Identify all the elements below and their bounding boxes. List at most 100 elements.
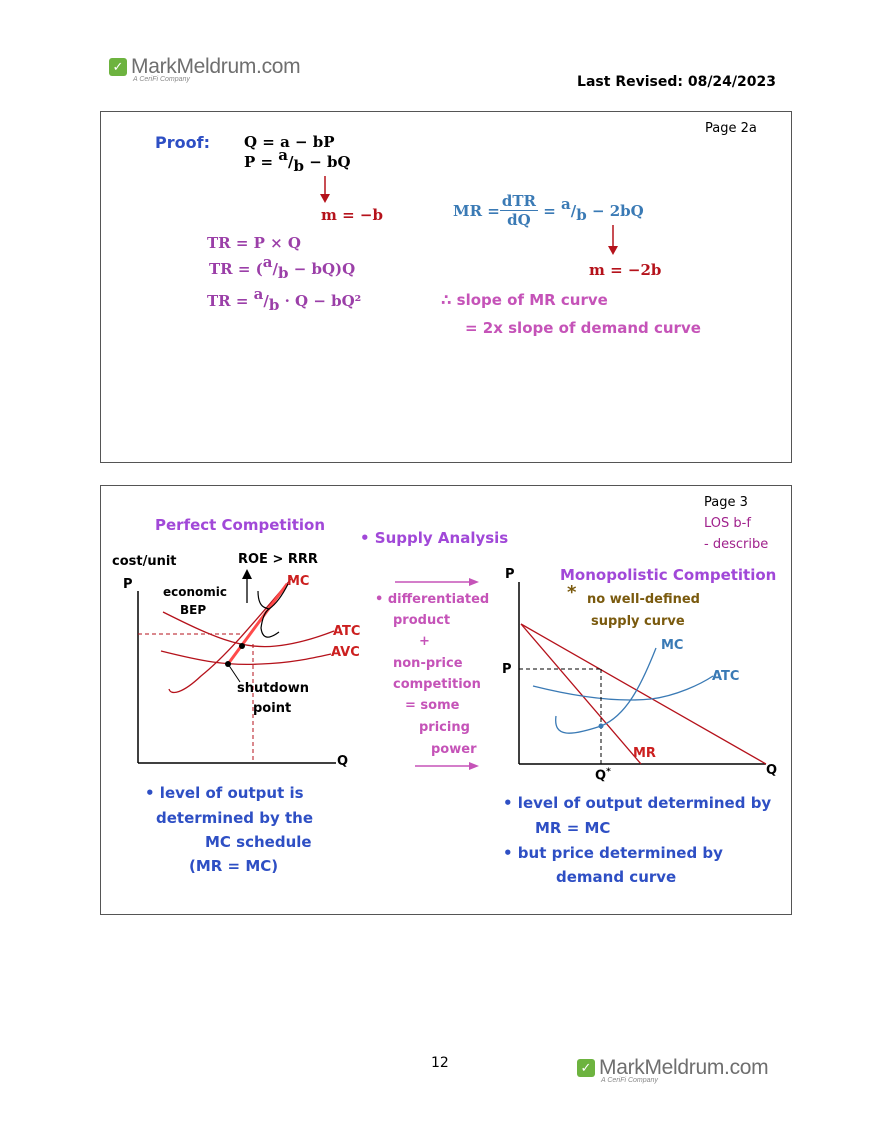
footer-logo: ✓ MarkMeldrum.com A CeriFi Company [577, 1056, 769, 1084]
proof-label: Proof: [155, 133, 210, 152]
arrow-down-icon [608, 225, 618, 255]
roe-label: ROE > RRR [238, 552, 318, 567]
shutdown-pointer [227, 663, 241, 683]
mid-text-8: power [431, 742, 477, 757]
tr-equation-1: TR = P × Q [207, 234, 301, 252]
mc-p-price-label: P [502, 662, 512, 677]
monopolistic-graph [518, 582, 767, 765]
frac-b: b [268, 296, 280, 314]
logo-subtitle: A CeriFi Company [601, 1077, 658, 1084]
frac-b: b [277, 264, 289, 282]
mid-text-4: non-price [393, 656, 463, 671]
logo-brand: MarkMeldrum.com [599, 1056, 769, 1079]
mc-qstar-label: Q* [595, 767, 611, 783]
arrow-right-icon [395, 578, 479, 586]
atc-curve [162, 611, 335, 648]
demand-slope: m = −b [321, 206, 383, 224]
frac-a: a [561, 194, 571, 213]
mono-sub-1: no well-defined [587, 592, 700, 607]
economic-label: economic [163, 585, 228, 599]
logo-subtitle: A CeriFi Company [133, 76, 190, 83]
perfect-competition-graph [137, 569, 336, 764]
describe-label: - describe [704, 537, 769, 552]
demand-equation: Q = a − bP [244, 133, 335, 151]
mono-sub-2: supply curve [591, 614, 685, 629]
mr-eq: = [538, 201, 562, 220]
monopolistic-title: Monopolistic Competition [560, 566, 777, 584]
frac-a: a [253, 285, 264, 303]
pc-y-label: cost/unit [112, 554, 177, 569]
page-label: Page 2a [705, 121, 757, 136]
mr-den: dQ [507, 211, 531, 229]
page-number: 12 [431, 1055, 449, 1071]
mono-mr-label: MR [633, 746, 656, 761]
mono-atc-label: ATC [712, 669, 740, 684]
revised-date: Last Revised: 08/24/2023 [577, 74, 776, 90]
demand-curve [520, 623, 767, 765]
mid-text-7: pricing [419, 720, 470, 735]
mid-text-5: competition [393, 677, 481, 692]
mid-text-6: = some [405, 698, 460, 713]
page-label: Page 3 [704, 495, 748, 510]
tr2-lhs: TR = ( [209, 260, 263, 278]
mc-p-axis-label: P [505, 567, 515, 582]
mono-note-4: demand curve [556, 868, 677, 886]
mono-mc-label: MC [661, 638, 684, 653]
avc-curve [160, 650, 332, 666]
pc-note-3: MC schedule [205, 833, 312, 851]
roe-brace [257, 583, 289, 638]
los-label: LOS b-f [704, 516, 751, 531]
arrow-up-icon [242, 569, 252, 579]
mid-text-3: + [419, 634, 430, 649]
point-label: point [253, 701, 292, 716]
perfect-competition-title: Perfect Competition [155, 516, 326, 534]
pc-note-2: determined by the [156, 809, 313, 827]
atc-curve [532, 675, 714, 701]
mono-star: * [567, 582, 577, 603]
mr-derivative: dTR dQ [499, 192, 538, 229]
frac-a: a [278, 146, 289, 164]
tr-equation-2: TR = (a/b − bQ)Q [209, 253, 356, 282]
qstar-q: Q [595, 768, 607, 784]
conclusion-line-2: = 2x slope of demand curve [465, 319, 701, 337]
p-rest: − bQ [304, 153, 351, 171]
tr3-rest: · Q − bQ² [279, 292, 362, 310]
mr-num: dTR [499, 192, 538, 211]
mid-text-2: product [393, 613, 451, 628]
shutdown-label: shutdown [237, 681, 309, 696]
mono-note-1: • level of output determined by [503, 794, 772, 812]
bep-point [239, 643, 245, 649]
check-icon: ✓ [109, 58, 127, 76]
mc-curve [168, 578, 292, 694]
pc-mc-label: MC [287, 574, 310, 589]
frac-a: a [262, 253, 273, 271]
page-2a-panel: Page 2a Proof: Q = a − bP P = a/b − bQ m… [100, 111, 792, 463]
arrow-down-icon [320, 176, 330, 203]
supply-highlight [226, 583, 289, 665]
tr3-lhs: TR = [207, 292, 254, 310]
conclusion-line-1: ∴ slope of MR curve [441, 291, 608, 309]
mr-slope: m = −2b [589, 261, 662, 279]
pc-note-4: (MR = MC) [189, 857, 279, 875]
mr-rest: − 2bQ [586, 201, 644, 220]
pc-note-1: • level of output is [145, 784, 304, 802]
check-icon: ✓ [577, 1059, 595, 1077]
supply-analysis-title: • Supply Analysis [360, 529, 509, 547]
mc-curve [555, 647, 657, 734]
frac-b: b [576, 205, 587, 224]
bep-label: BEP [180, 603, 207, 617]
pc-avc-label: AVC [331, 645, 360, 660]
mono-note-3: • but price determined by [503, 844, 723, 862]
pc-p-label: P [123, 577, 133, 592]
mr-curve [520, 623, 642, 765]
pc-atc-label: ATC [333, 624, 361, 639]
qstar-star: * [606, 767, 611, 777]
mono-note-2: MR = MC [535, 819, 611, 837]
logo-brand: MarkMeldrum.com [131, 55, 301, 78]
mid-text-1: • differentiated [375, 592, 490, 607]
tr-equation-3: TR = a/b · Q − bQ² [207, 285, 362, 314]
page-3-panel: Page 3 LOS b-f - describe Perfect Compet… [100, 485, 792, 915]
tr2-rest: − bQ)Q [288, 260, 356, 278]
p-lhs: P = [244, 153, 279, 171]
arrow-right-icon [415, 762, 479, 770]
